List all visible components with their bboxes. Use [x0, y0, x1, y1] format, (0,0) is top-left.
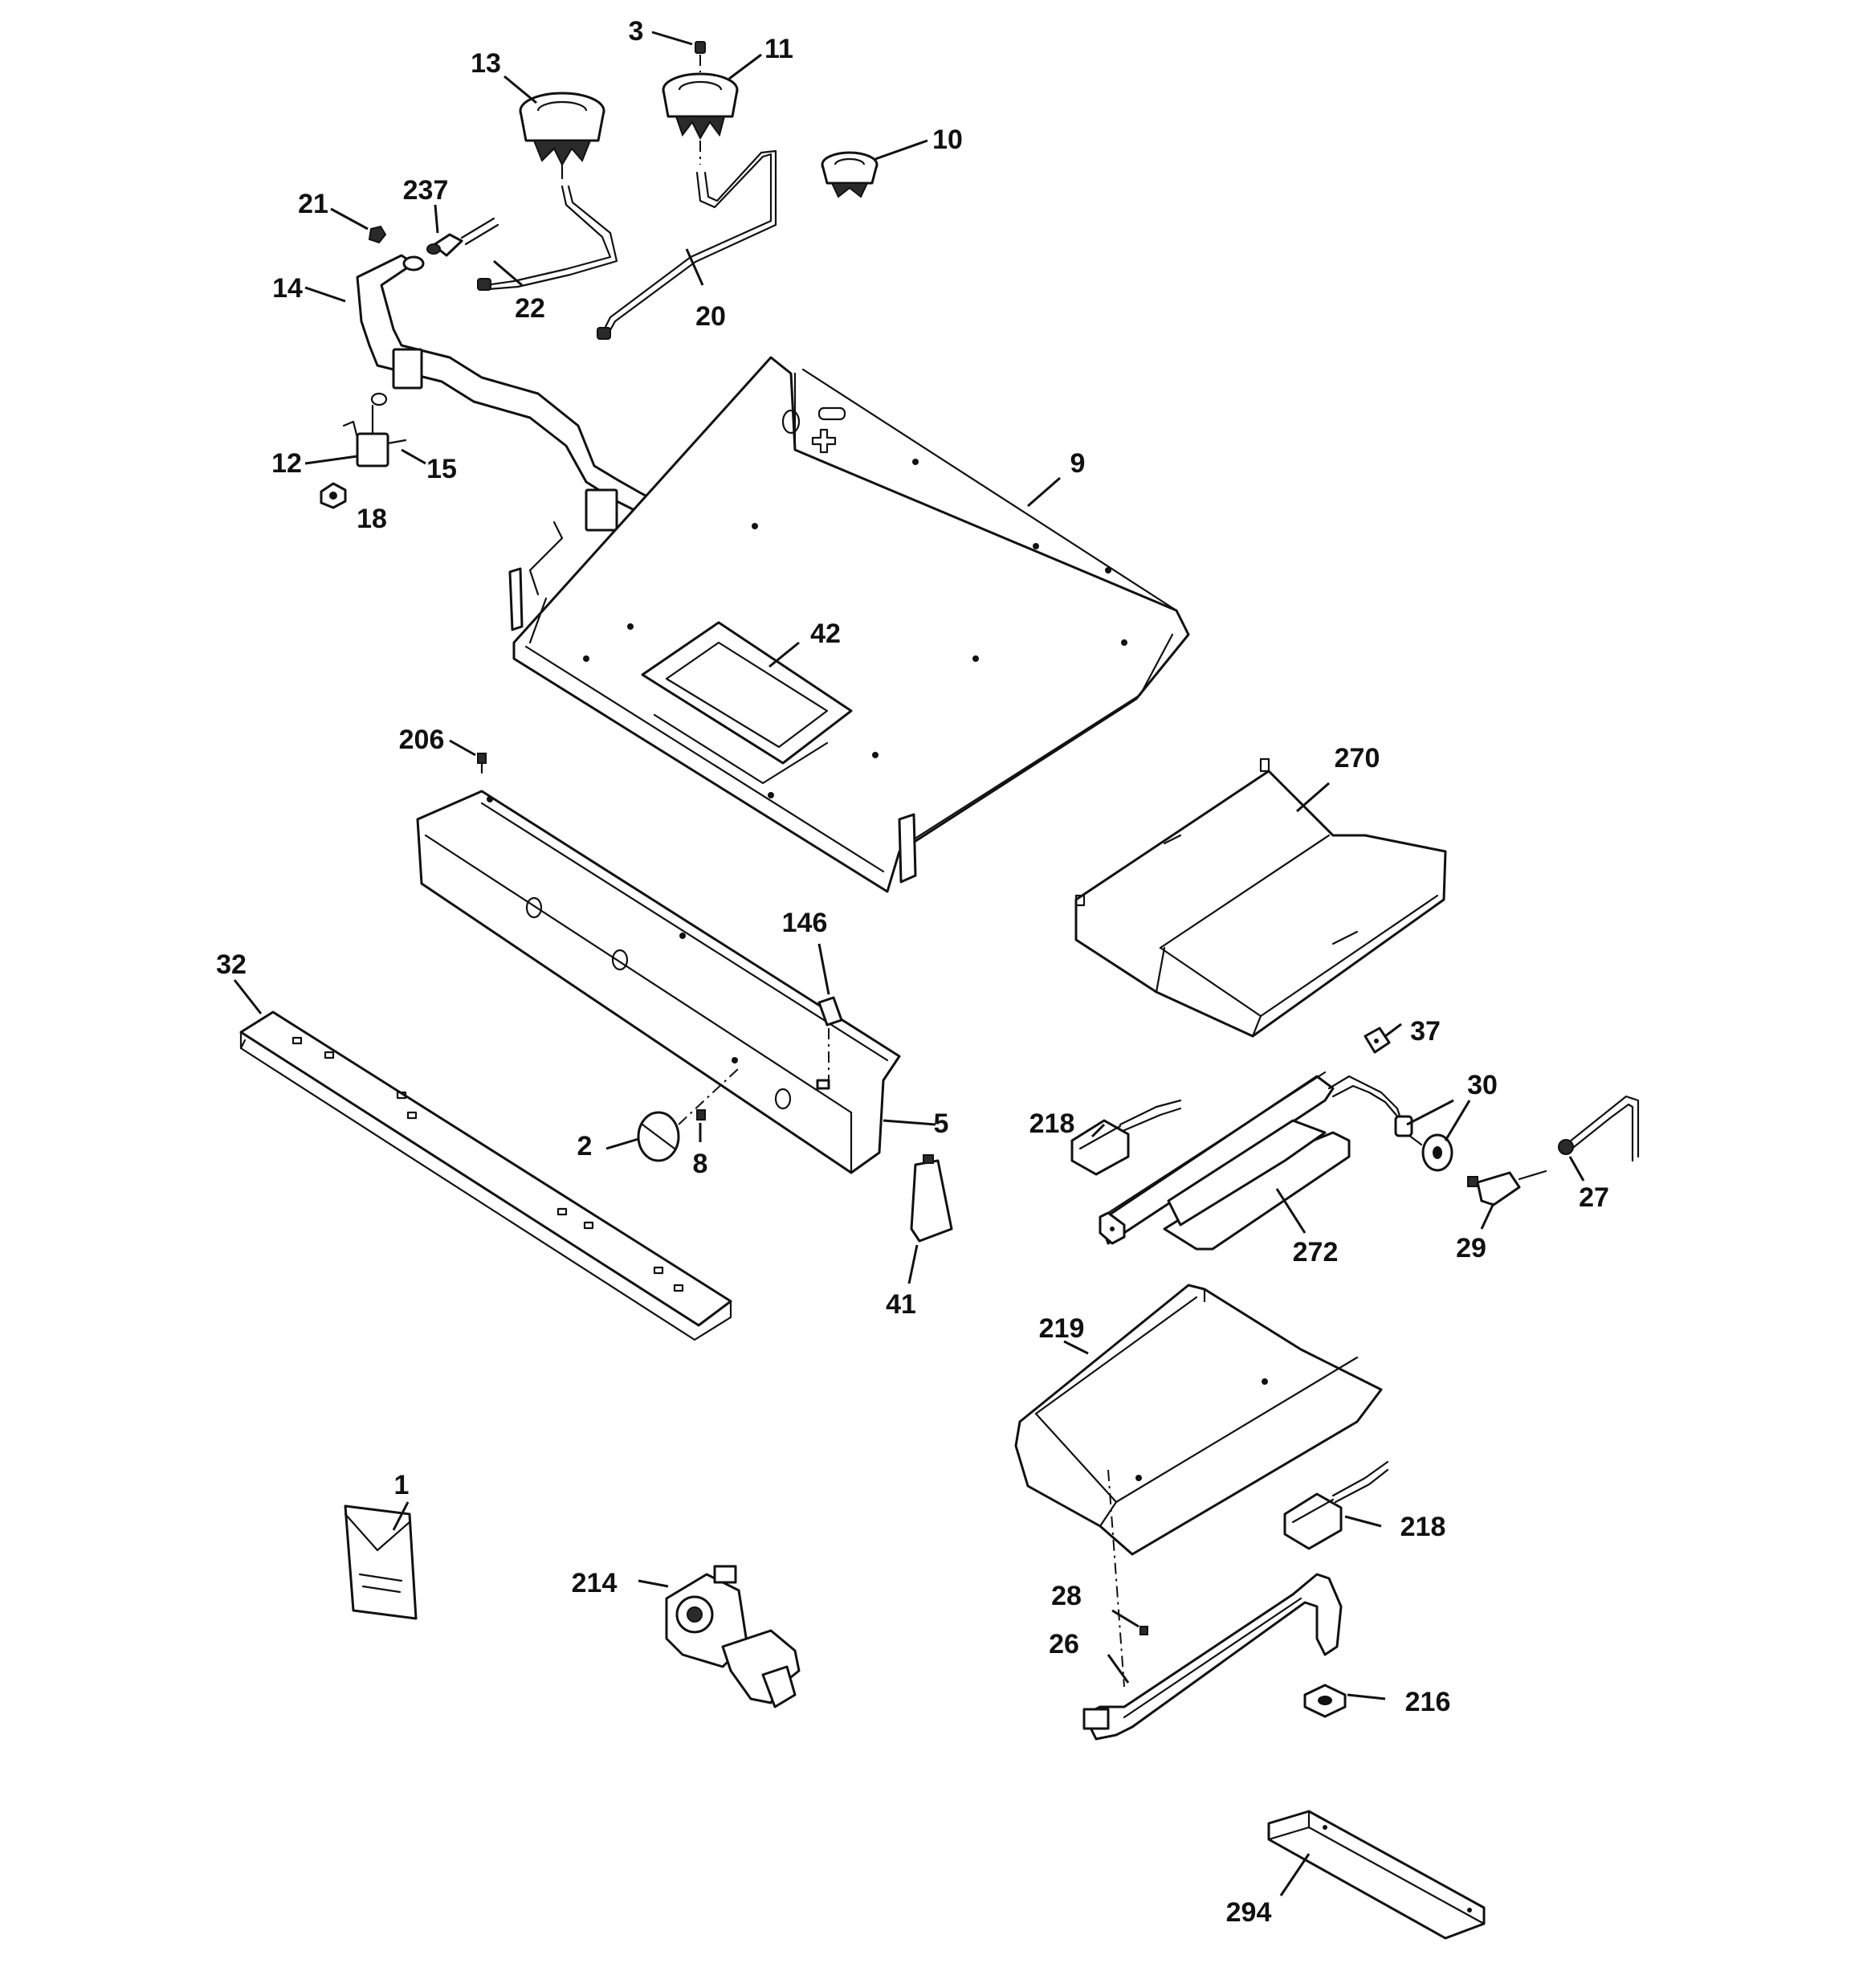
callout-30: 30 [1467, 1070, 1498, 1100]
callout-218-lower: 218 [1400, 1512, 1446, 1542]
callout-42: 42 [810, 618, 841, 649]
callout-29: 29 [1456, 1233, 1486, 1263]
callout-294: 294 [1226, 1897, 1272, 1928]
burner-head-11 [662, 72, 739, 165]
trim-strip-32 [239, 1010, 732, 1341]
callout-10: 10 [932, 125, 963, 155]
burner-head-13 [519, 92, 605, 180]
bracket-37 [1364, 1027, 1391, 1054]
callout-219: 219 [1039, 1313, 1085, 1344]
nut-21 [368, 225, 387, 244]
valve-214 [665, 1565, 801, 1708]
callout-8: 8 [693, 1149, 708, 1179]
callout-18: 18 [357, 504, 387, 534]
callout-2: 2 [577, 1131, 593, 1161]
callout-12: 12 [271, 448, 302, 479]
manifold-14 [356, 254, 680, 532]
burner-head-10 [821, 151, 879, 198]
callout-37: 37 [1410, 1016, 1441, 1047]
callout-146: 146 [782, 908, 828, 938]
callout-20: 20 [695, 301, 726, 332]
manifold-panel-5 [416, 790, 901, 1174]
callout-5: 5 [934, 1108, 949, 1139]
literature-pack-1 [344, 1504, 418, 1620]
callout-27: 27 [1579, 1182, 1609, 1213]
bake-plate-219 [1014, 1284, 1383, 1688]
end-cap-41 [910, 1154, 953, 1243]
callout-1: 1 [394, 1470, 410, 1500]
leader-lines [233, 31, 1585, 1896]
callout-21: 21 [298, 189, 328, 219]
nut-216 [1303, 1684, 1347, 1718]
orifice-30 [1394, 1115, 1453, 1172]
knob-2 [637, 1067, 740, 1162]
callout-22: 22 [515, 293, 545, 324]
tube-27 [1558, 1095, 1640, 1162]
callout-272: 272 [1293, 1237, 1339, 1268]
callout-3: 3 [629, 16, 644, 47]
screw-206 [477, 753, 487, 774]
callout-206: 206 [399, 725, 445, 755]
fitting-29 [1467, 1170, 1547, 1206]
oven-burner-272 [1099, 1071, 1423, 1251]
access-cover-42 [641, 621, 853, 785]
screw-3 [695, 41, 706, 72]
callout-32: 32 [216, 949, 247, 980]
nut-18 [320, 482, 347, 509]
callout-13: 13 [471, 48, 501, 79]
burner-box-9 [508, 356, 1190, 893]
tube-20 [597, 149, 777, 340]
callout-237: 237 [403, 175, 449, 206]
callout-11: 11 [764, 34, 793, 64]
callout-214: 214 [572, 1568, 618, 1598]
screw-28 [1139, 1626, 1148, 1635]
callout-labels: 1 2 3 5 8 9 10 11 12 13 14 15 18 20 21 2… [216, 16, 1609, 1928]
callout-218-upper: 218 [1029, 1108, 1075, 1139]
tube-22 [477, 185, 618, 291]
screw-8 [696, 1109, 706, 1121]
callout-28: 28 [1051, 1581, 1082, 1611]
callout-270: 270 [1335, 743, 1380, 774]
callout-216: 216 [1405, 1687, 1451, 1717]
callout-9: 9 [1070, 448, 1086, 479]
angle-bracket-294 [1267, 1810, 1486, 1940]
callout-26: 26 [1049, 1629, 1079, 1659]
broil-burner-26 [1082, 1573, 1343, 1741]
callout-14: 14 [272, 273, 303, 304]
baffle-270 [1074, 757, 1447, 1038]
callout-41: 41 [886, 1289, 916, 1320]
valve-12 [342, 392, 407, 467]
ignitor-218-upper [1070, 1099, 1182, 1176]
clip-146 [817, 996, 843, 1080]
callout-15: 15 [426, 454, 457, 484]
fitting-237 [426, 217, 499, 257]
ignitor-218-lower [1283, 1460, 1389, 1550]
